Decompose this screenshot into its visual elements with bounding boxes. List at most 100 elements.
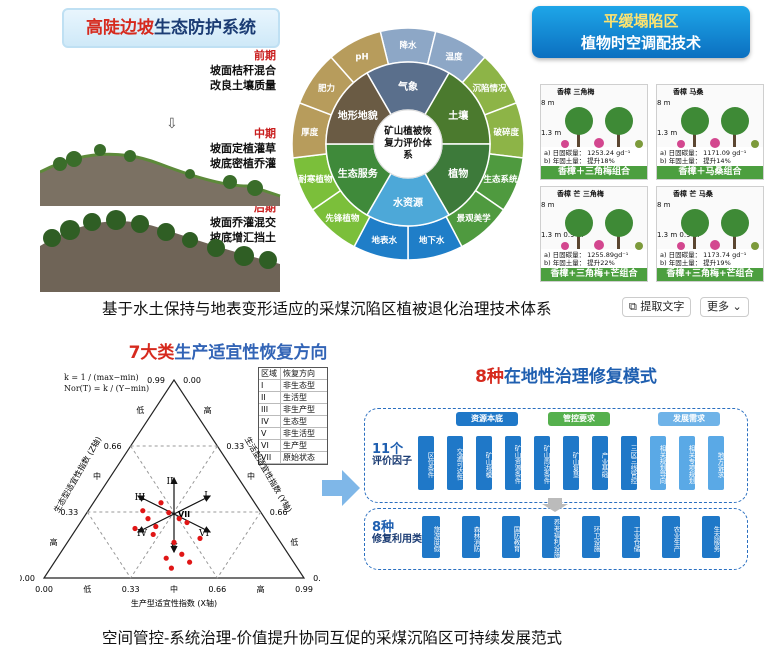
wheel-outer-label: 先锋植物 xyxy=(325,213,360,224)
right-arrow-icon xyxy=(322,470,360,506)
wheel-outer-label: 温度 xyxy=(445,51,463,62)
soil-text: b) 年固土量： 提升14% xyxy=(660,157,731,165)
factor-chip: 矿山资源条件 xyxy=(505,436,521,490)
tick-label: 0.00 xyxy=(35,585,53,594)
axis-level-label: 中 xyxy=(93,471,101,481)
tree-illustration xyxy=(677,209,759,250)
region-label: I xyxy=(204,491,208,501)
height-label: 1.3 m xyxy=(541,129,562,137)
slope-illustration: ⇩ ⇩ xyxy=(40,116,281,292)
tab-control: 管控要求 xyxy=(548,412,610,426)
height-label: 1.3 m 0.9 m xyxy=(541,231,584,239)
kind-chip: 森林消防 xyxy=(462,516,480,558)
wheel-outer-label: pH xyxy=(355,52,368,62)
tick-label: 0.33 xyxy=(122,585,140,594)
tick-label: 0.33 xyxy=(60,508,78,517)
tick-label: 0.00 xyxy=(20,574,35,583)
axis-level-label: 高 xyxy=(257,584,265,594)
data-point xyxy=(153,523,159,530)
species-label: 香樟 芒 三角梅 xyxy=(557,190,604,198)
wheel-outer-label: 耐寒植物 xyxy=(298,174,333,185)
species-label: 香樟 芒 马桑 xyxy=(673,190,713,198)
triangle-outline xyxy=(42,378,306,579)
formula: k = 1 / (max−min) Nor(T) = k / (Y−min) xyxy=(64,373,150,393)
factor-chip: 地方诉求 xyxy=(708,436,724,490)
factor-chip: 产业基础 xyxy=(592,436,608,490)
region-label: III xyxy=(135,493,146,503)
tick-label: 0.99 xyxy=(313,574,320,583)
factor-chip: 矿山复垦 xyxy=(563,436,579,490)
axis-level-label: 中 xyxy=(170,584,178,594)
species-label: 香樟 三角梅 xyxy=(557,88,595,96)
combo-label: 香樟+三角梅+芒组合 xyxy=(541,268,647,281)
factor-chip: 相关专项规划 xyxy=(679,436,695,490)
wheel-inner-label: 气象 xyxy=(397,80,418,93)
axis-level-label: 中 xyxy=(247,471,255,481)
bottom-axis-label: 生产型适宜性指数 (X轴) xyxy=(131,598,217,608)
kind-chip: 国防教育 xyxy=(502,516,520,558)
axis-level-label: 高 xyxy=(204,405,212,415)
wheel-outer-label: 沉陷情况 xyxy=(472,83,507,94)
wheel-outer-label: 地下水 xyxy=(419,235,445,246)
factor-chip: 相关规划导向 xyxy=(650,436,666,490)
axis-level-label: 低 xyxy=(136,405,144,415)
ternary-title: 7大类生产适宜性恢复方向 xyxy=(128,343,328,363)
factor-chip: 矿山周边条件 xyxy=(534,436,550,490)
plan-title: 平缓塌陷区 植物时空调配技术 xyxy=(532,6,750,58)
extract-text-button[interactable]: ⧉ 提取文字 xyxy=(622,297,692,317)
height-label: 8 m xyxy=(657,99,671,107)
tick-label: 0.99 xyxy=(295,585,313,594)
region-label: II xyxy=(166,477,174,487)
tick-label: 0.66 xyxy=(208,585,226,594)
tick-label: 0.00 xyxy=(183,376,201,385)
combo-label: 香樟+三角梅+芒组合 xyxy=(657,268,763,281)
data-point xyxy=(197,535,203,541)
plant-combo-panel: 香樟 马桑 8 m 1.3 m a) 日固碳量： 1171.09 gd⁻¹ b)… xyxy=(656,84,764,180)
data-point xyxy=(132,525,138,532)
down-arrow-icon: ⇩ xyxy=(166,116,178,132)
chevron-down-icon: ⌄ xyxy=(732,300,742,313)
tree-illustration xyxy=(677,107,759,148)
kind-label: 8种修复利用类型 xyxy=(372,520,432,545)
data-point xyxy=(176,516,182,522)
grid-line xyxy=(86,511,132,579)
data-point xyxy=(171,539,177,545)
legend-header: 区域恢复方向 xyxy=(259,368,327,380)
data-point xyxy=(179,551,185,557)
factor-chip: 区位条件 xyxy=(418,436,434,490)
origin-label: VII xyxy=(178,510,190,519)
combo-label: 香樟＋三角梅组合 xyxy=(541,166,647,179)
grid-line xyxy=(216,511,262,579)
tree-illustration xyxy=(561,107,643,148)
wheel-inner-label: 地形地貌 xyxy=(338,109,378,122)
tree-illustration xyxy=(561,209,643,250)
kind-chip: 环卫设施 xyxy=(582,516,600,558)
data-point xyxy=(184,519,190,526)
carbon-text: a) 日固碳量： 1171.09 gd⁻¹ xyxy=(660,149,747,157)
data-point xyxy=(145,516,151,522)
data-point xyxy=(187,559,193,565)
wheel-outer-label: 生态系统 xyxy=(484,174,519,185)
carbon-text: a) 日固碳量： 1253.24 gd⁻¹ xyxy=(544,149,631,157)
caption-bottom: 空间管控-系统治理-价值提升协同互促的采煤沉陷区可持续发展范式 xyxy=(102,629,562,647)
more-button[interactable]: 更多 ⌄ xyxy=(700,297,749,317)
data-point xyxy=(140,508,146,514)
soil-text: b) 年固土量： 提升18% xyxy=(544,157,615,165)
wheel-outer-label: 地表水 xyxy=(372,235,398,246)
region-label: VI xyxy=(198,529,209,539)
tick-label: 0.66 xyxy=(270,508,288,517)
wheel-outer-label: 厚度 xyxy=(301,127,319,138)
wheel-outer-label: 破碎度 xyxy=(494,127,520,138)
height-label: 8 m xyxy=(541,201,555,209)
wheel-inner-label: 水资源 xyxy=(392,196,423,209)
wheel-inner-label: 土壤 xyxy=(448,109,469,122)
wheel-center-label: 矿山植被恢复力评价体系 xyxy=(384,126,432,161)
direction-arrow xyxy=(173,495,212,515)
